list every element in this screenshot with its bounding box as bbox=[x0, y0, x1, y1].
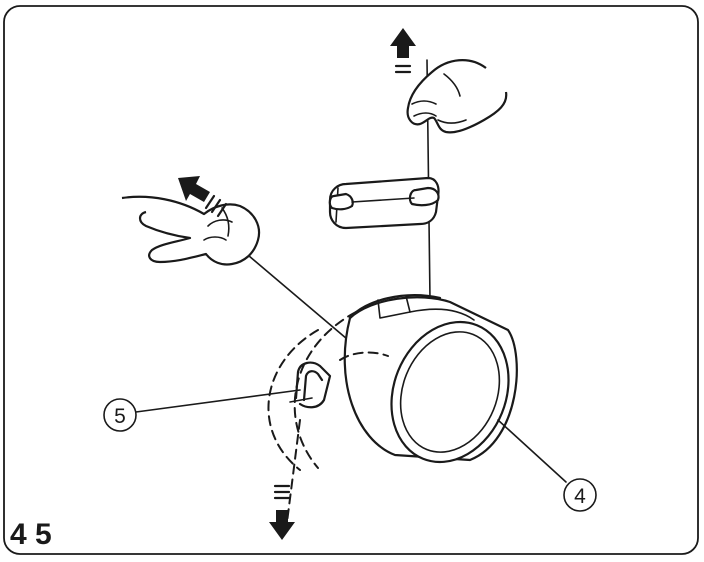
down-arrow-icon bbox=[269, 484, 295, 540]
figure-number: 4 5 bbox=[10, 518, 52, 551]
callout-4: 4 bbox=[497, 419, 597, 512]
up-arrow-icon bbox=[390, 28, 416, 74]
callout-5: 5 bbox=[103, 389, 301, 432]
callout-5-label: 5 bbox=[114, 405, 126, 428]
left-hand-icon bbox=[121, 195, 261, 266]
callout-4-label: 4 bbox=[574, 485, 586, 508]
tension-bar bbox=[328, 176, 440, 230]
spool-cylinder bbox=[339, 294, 518, 464]
thread-down bbox=[285, 419, 301, 531]
figure-frame bbox=[3, 5, 699, 555]
right-hand-icon bbox=[406, 59, 508, 134]
up-left-arrow-icon bbox=[178, 176, 228, 218]
thread-guide-hook bbox=[289, 361, 332, 409]
